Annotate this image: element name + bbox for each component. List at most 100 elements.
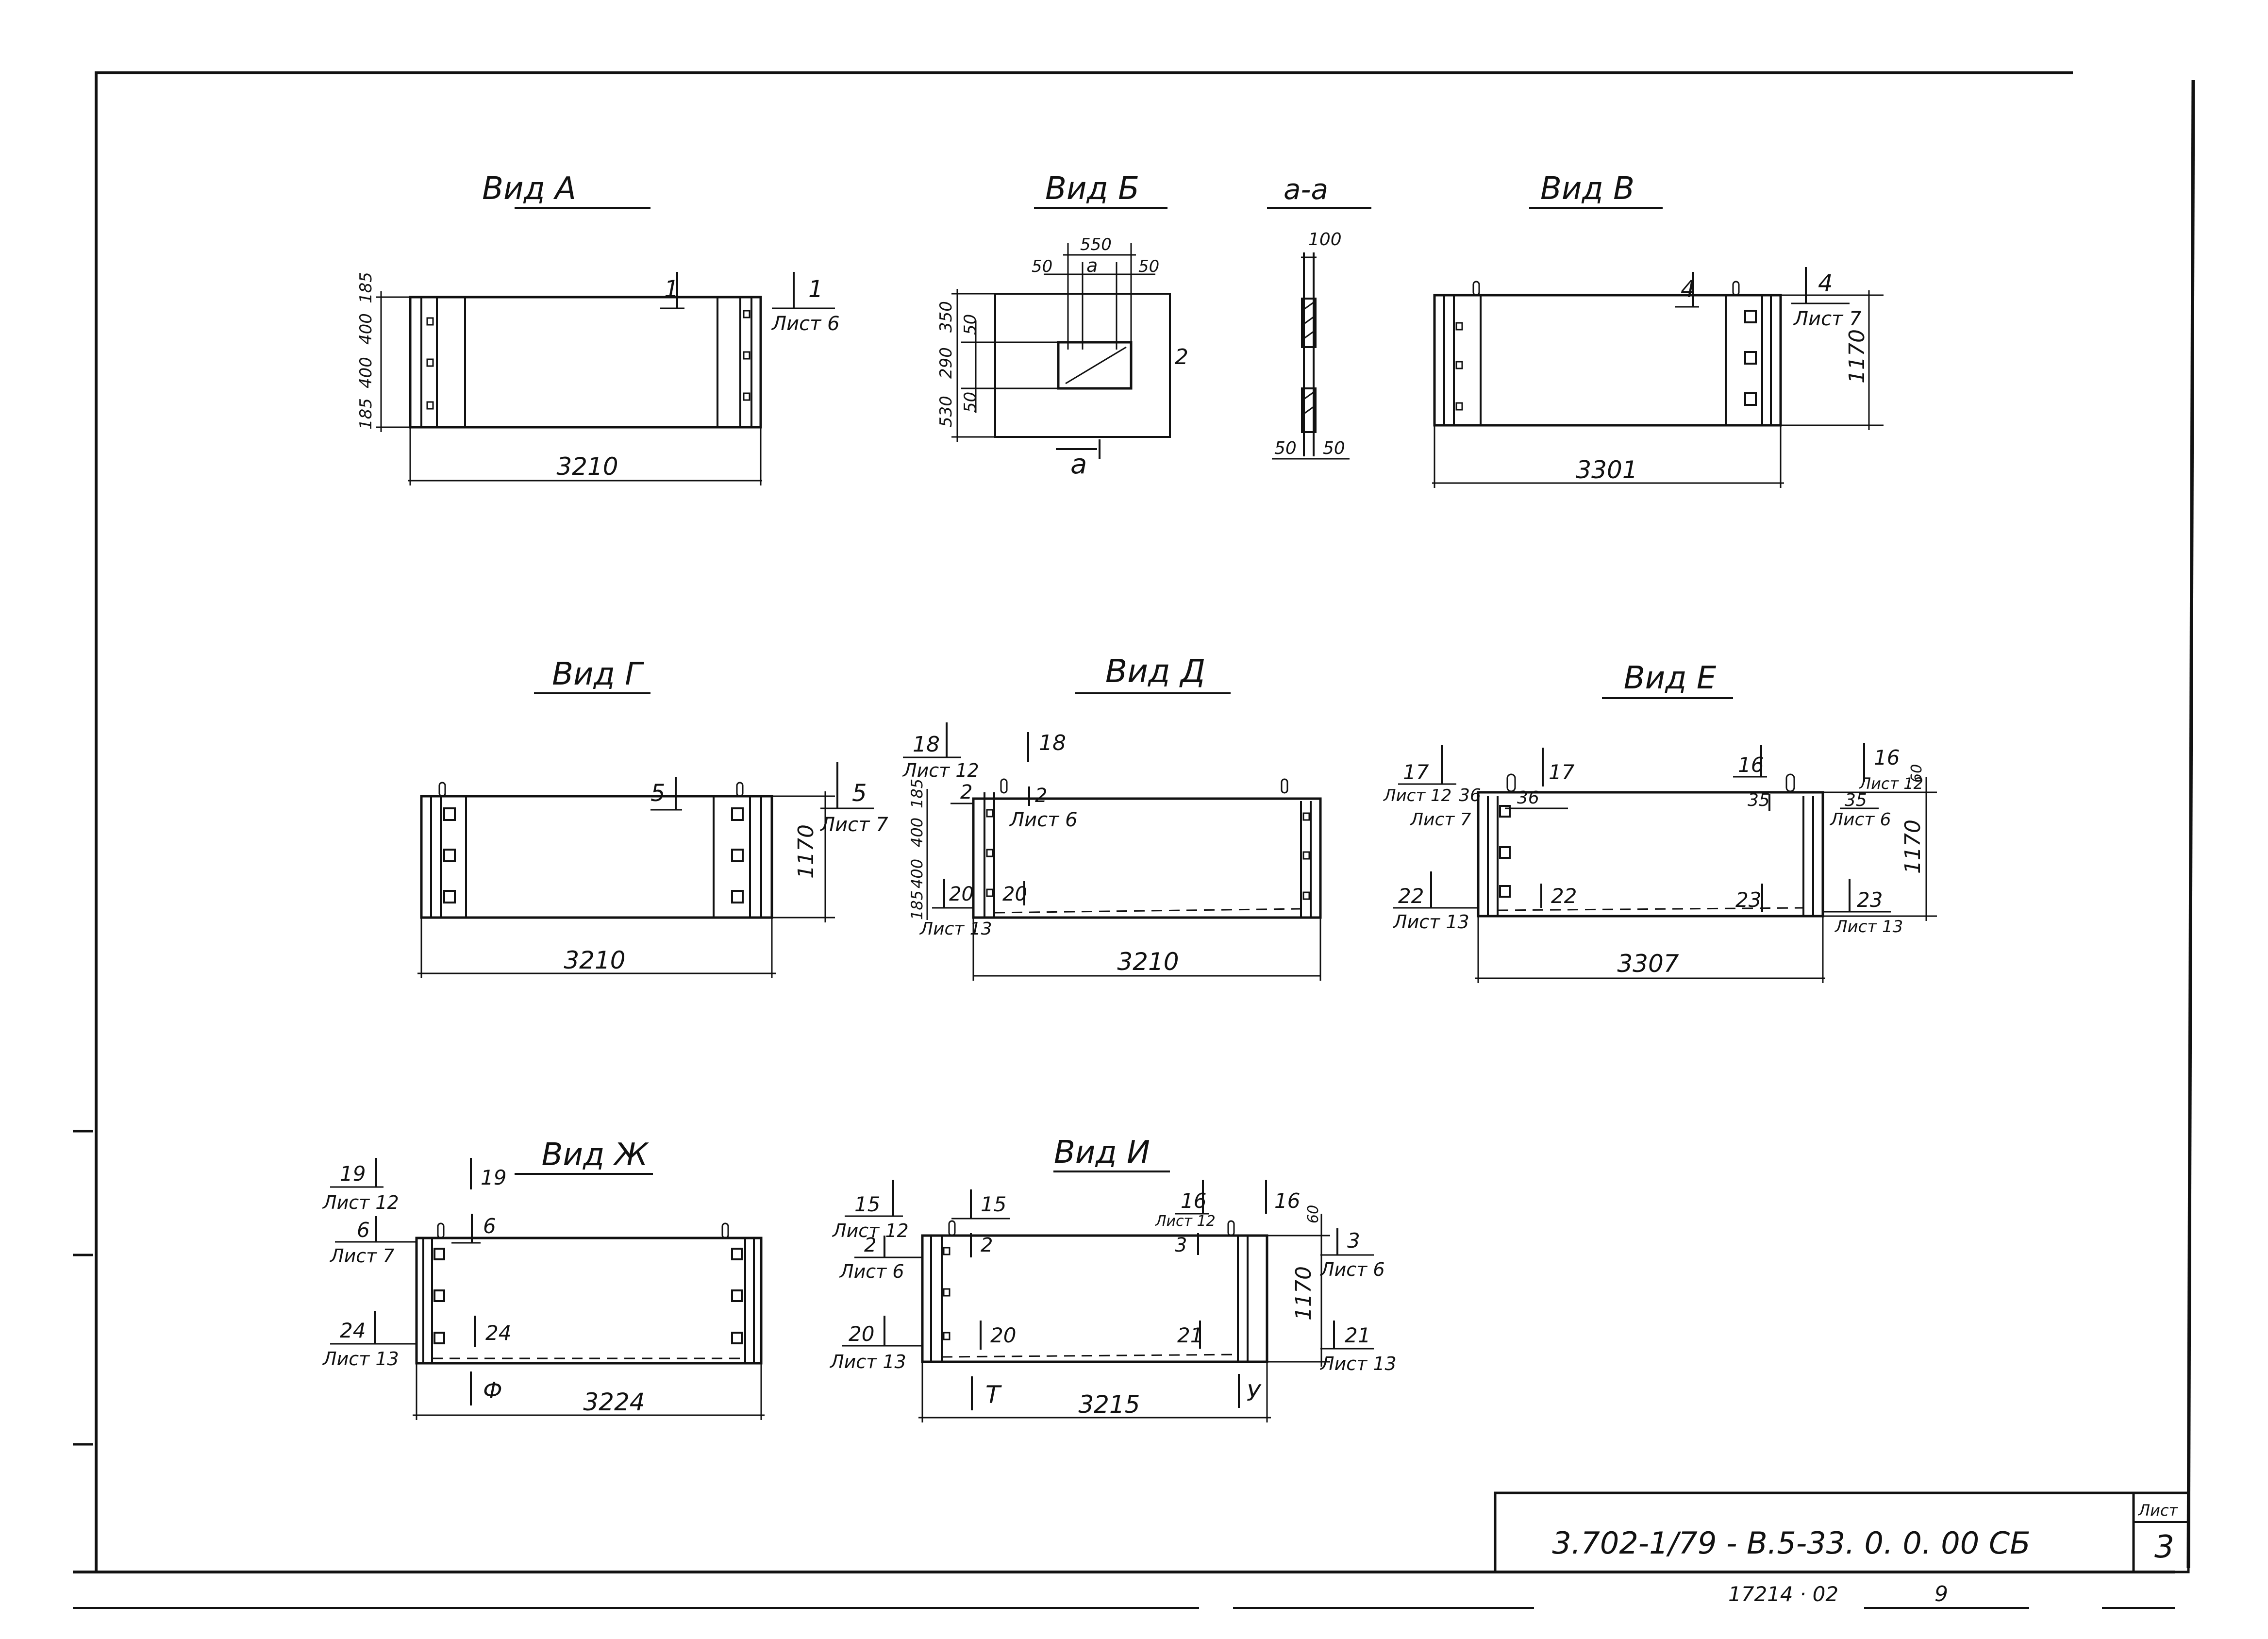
view-d-mark-2b: 2: [1035, 785, 1047, 807]
view-d-sheet-13: Лист 13: [919, 919, 992, 939]
view-g: Вид Г 5 5 Лист 7 1170 3210: [417, 656, 888, 978]
view-i-title: Вид И: [1054, 1135, 1150, 1171]
view-i-width: 3215: [1078, 1390, 1140, 1419]
view-e-mark-35b: 35: [1845, 790, 1867, 810]
view-a: Вид А 185 400 400 185 3210 1 1 Лист 6: [356, 171, 840, 485]
view-b-top-dim-3: 550: [1080, 235, 1112, 254]
page-number: 9: [1934, 1582, 1948, 1606]
view-g-height: 1170: [794, 824, 818, 879]
view-a-width: 3210: [556, 452, 618, 481]
drawing-code: 3.702-1/79 - В.5-33. 0. 0. 00 СБ: [1552, 1525, 2030, 1561]
view-i-sheet-13b: Лист 13: [1319, 1353, 1397, 1374]
view-zh: Вид Ж 19 Лист 12 19 6 Лист 7 6 24 Лист 1…: [322, 1137, 765, 1420]
archive-number: 17214 · 02: [1728, 1582, 1838, 1606]
view-d-sheet-6: Лист 6: [1009, 809, 1078, 831]
view-i-mark-20: 20: [849, 1322, 874, 1346]
view-i-mark-15b: 15: [981, 1192, 1006, 1216]
view-v-cut-mark-right: 4: [1818, 270, 1833, 297]
view-e-dim-60: 60: [1908, 764, 1925, 783]
view-zh-sheet-12: Лист 12: [322, 1192, 399, 1213]
view-e-mark-17b: 17: [1549, 760, 1575, 784]
view-d: Вид Д 18 Лист 12 18 2 2 Лист 6 185 400 4…: [902, 652, 1322, 981]
view-e-sheet-7: Лист 7: [1409, 810, 1471, 830]
view-d-mark-20b: 20: [1002, 883, 1027, 905]
view-zh-mark-19b: 19: [481, 1166, 506, 1189]
view-e-mark-23: 23: [1735, 888, 1761, 912]
view-i: Вид И 15 Лист 12 15 2 Лист 6 2 20 Лист 1…: [829, 1135, 1397, 1422]
view-v-height: 1170: [1845, 329, 1869, 384]
view-zh-mark-24b: 24: [485, 1321, 511, 1345]
view-g-sheet-ref: Лист 7: [819, 814, 888, 836]
section-a-a: а-а 100 50 50: [1267, 173, 1371, 460]
view-i-sheet-13: Лист 13: [829, 1351, 906, 1372]
view-e: Вид Е 17 Лист 12 Лист 7 17 36 36 16 16 Л…: [1383, 660, 1937, 983]
section-a-a-title: а-а: [1284, 173, 1328, 206]
view-i-mark-u: У: [1247, 1380, 1262, 1406]
view-zh-mark-24: 24: [340, 1319, 366, 1342]
view-zh-mark-6b: 6: [483, 1214, 496, 1238]
view-i-mark-15: 15: [854, 1192, 880, 1216]
view-i-sheet-6b: Лист 6: [1319, 1259, 1385, 1280]
view-d-mark-18b: 18: [1039, 731, 1066, 755]
view-b-left-dim-5: 50: [961, 392, 980, 413]
view-i-mark-21b: 21: [1345, 1323, 1370, 1347]
view-i-height: 1170: [1291, 1266, 1316, 1321]
view-a-cut-mark-right: 1: [808, 276, 823, 303]
view-i-sheet-12: Лист 12: [832, 1220, 909, 1241]
view-d-width: 3210: [1117, 948, 1179, 976]
view-zh-width: 3224: [583, 1388, 645, 1416]
view-b-top-dim-2: а: [1086, 255, 1098, 276]
view-i-mark-t: Т: [985, 1381, 1002, 1409]
view-e-mark-23b: 23: [1857, 888, 1883, 912]
view-a-dim-1: 185: [356, 272, 376, 303]
view-e-mark-36b: 36: [1517, 788, 1539, 808]
view-b-top-dim-4: 50: [1138, 257, 1159, 276]
view-e-mark-16: 16: [1738, 753, 1764, 777]
view-g-title: Вид Г: [552, 656, 644, 692]
view-zh-title: Вид Ж: [541, 1137, 649, 1173]
sheet-label: Лист: [2138, 1501, 2178, 1520]
view-zh-sheet-7: Лист 7: [329, 1245, 395, 1267]
view-e-mark-22b: 22: [1551, 884, 1577, 908]
view-e-width: 3307: [1617, 950, 1679, 978]
section-a-a-dim-1: 100: [1308, 230, 1342, 250]
view-zh-mark-19: 19: [340, 1162, 366, 1186]
view-i-mark-3: 3: [1175, 1234, 1187, 1256]
view-g-cut-mark-right: 5: [852, 780, 867, 807]
view-b-side-mark: 2: [1175, 345, 1188, 369]
view-d-dim-4: 185: [908, 890, 926, 920]
view-v-title: Вид В: [1540, 171, 1634, 207]
title-block: 3.702-1/79 - В.5-33. 0. 0. 00 СБ Лист 3 …: [1494, 1491, 2190, 1606]
view-i-mark-2: 2: [864, 1234, 876, 1256]
view-v: Вид В 4 4 Лист 7 1170 3301: [1432, 171, 1884, 488]
view-e-mark-36: 36: [1459, 786, 1481, 805]
view-e-height: 1170: [1901, 820, 1925, 874]
view-b-left-dim-3: 50: [961, 314, 980, 335]
view-a-sheet-ref: Лист 6: [771, 313, 840, 335]
view-e-title: Вид Е: [1624, 660, 1717, 696]
sheet-frame: [73, 71, 2195, 1609]
view-e-sheet-6: Лист 6: [1829, 810, 1891, 830]
view-d-mark-20: 20: [949, 883, 974, 905]
view-b-title: Вид Б: [1045, 171, 1139, 207]
view-e-mark-22: 22: [1398, 884, 1424, 908]
section-a-a-dim-3: 50: [1323, 438, 1345, 458]
view-a-dim-4: 185: [356, 398, 376, 430]
view-d-sheet-12: Лист 12: [902, 760, 979, 781]
view-v-width: 3301: [1576, 456, 1637, 484]
sheet-number: 3: [2154, 1529, 2174, 1565]
view-zh-mark-6: 6: [357, 1218, 370, 1242]
view-i-sheet-6: Лист 6: [839, 1261, 904, 1282]
view-zh-mark-f: Ф: [483, 1377, 502, 1404]
view-d-dim-1: 185: [908, 779, 926, 808]
view-d-dim-3: 400: [908, 859, 926, 888]
view-e-sheet-12: Лист 12: [1383, 786, 1451, 805]
view-a-title: Вид А: [482, 171, 576, 207]
view-b-section-mark: а: [1070, 449, 1087, 480]
view-b: Вид Б 50 а 550 50 350 290 50 530 50 2 а: [936, 171, 1188, 480]
view-b-top-dim-1: 50: [1032, 257, 1052, 276]
view-i-dim-60: 60: [1305, 1205, 1322, 1223]
view-e-sheet-13b: Лист 13: [1834, 917, 1903, 937]
view-b-left-dim-4: 530: [936, 396, 956, 427]
